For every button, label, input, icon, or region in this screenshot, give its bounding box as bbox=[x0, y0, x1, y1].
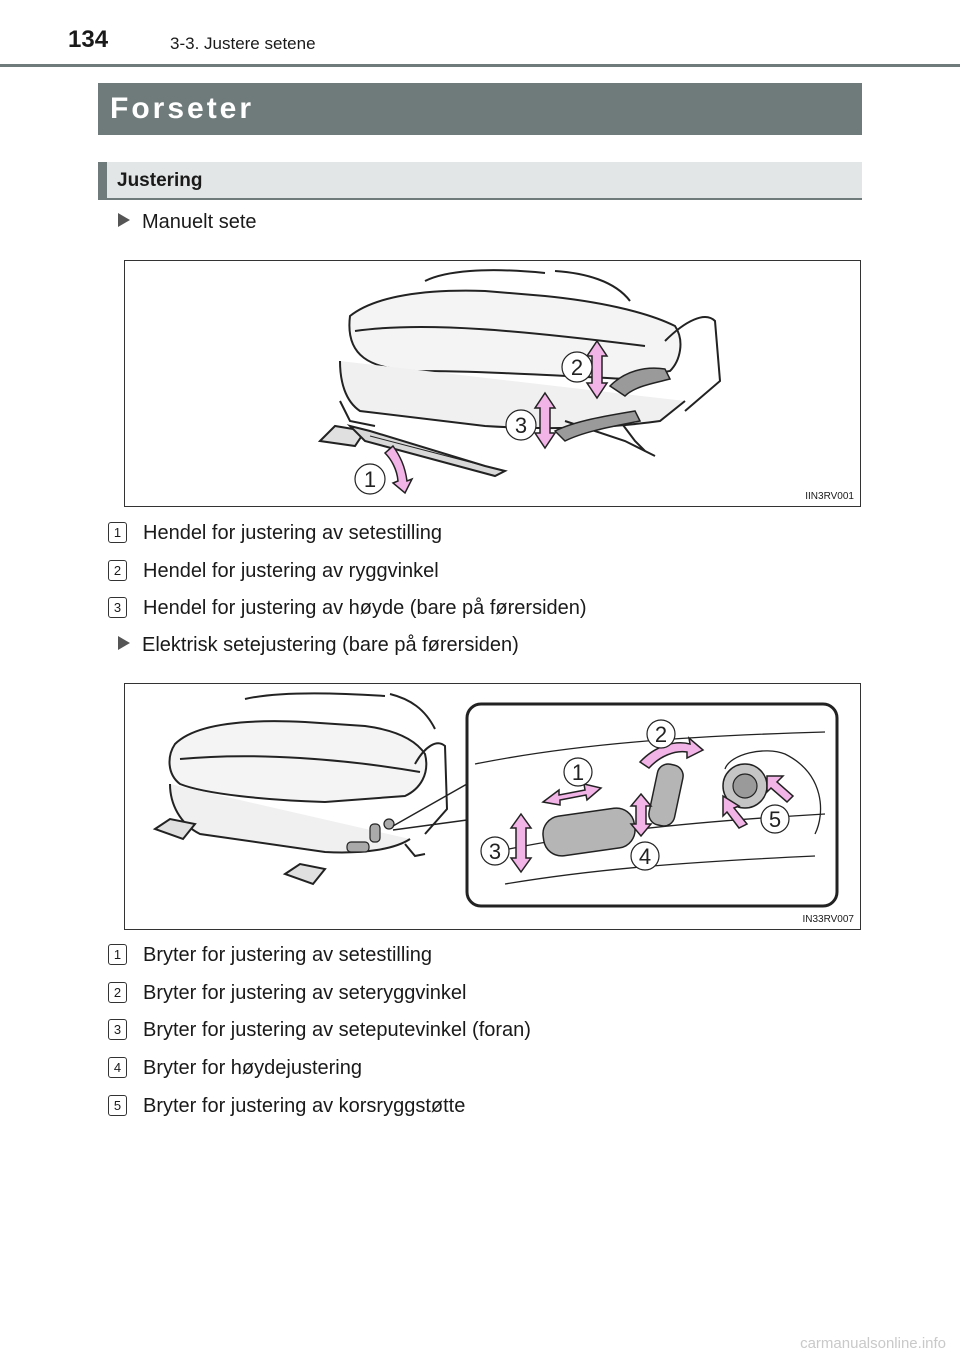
electric-item-5: 5 Bryter for justering av korsryggstøtte bbox=[108, 1095, 465, 1118]
callout-4: 4 bbox=[639, 844, 651, 869]
recline-switch bbox=[648, 763, 684, 827]
callout-2: 2 bbox=[571, 355, 583, 380]
item-number-badge: 4 bbox=[108, 1057, 127, 1078]
item-text: Bryter for justering av seteputevinkel (… bbox=[143, 1019, 531, 1041]
height-arrow-icon bbox=[533, 391, 557, 450]
watermark: carmanualsonline.info bbox=[800, 1335, 946, 1352]
electric-seat-heading: Elektrisk setejustering (bare på førersi… bbox=[118, 634, 519, 657]
lumbar-arrow-icon bbox=[766, 775, 795, 804]
subsection-title: Justering bbox=[98, 162, 862, 200]
slide-arrow-icon bbox=[383, 444, 414, 495]
item-number-badge: 3 bbox=[108, 597, 127, 618]
section-title: Forseter bbox=[98, 83, 862, 135]
height-lever bbox=[553, 410, 642, 442]
figure-code: IIN3RV001 bbox=[805, 491, 854, 502]
manual-seat-illustration: 2 3 1 bbox=[317, 269, 722, 495]
item-number-badge: 2 bbox=[108, 560, 127, 581]
electric-item-2: 2 Bryter for justering av seteryggvinkel bbox=[108, 982, 466, 1005]
callout-3: 3 bbox=[515, 413, 527, 438]
header-rule bbox=[0, 64, 960, 67]
manual-seat-heading: Manuelt sete bbox=[118, 211, 257, 234]
tilt-arrow-icon bbox=[509, 812, 533, 874]
running-head: 3-3. Justere setene bbox=[170, 34, 316, 53]
item-number-badge: 1 bbox=[108, 944, 127, 965]
electric-seat-figure: 1 2 3 4 5 IN33RV007 bbox=[124, 683, 861, 930]
item-number-badge: 1 bbox=[108, 522, 127, 543]
recline-arrow-icon bbox=[585, 339, 609, 400]
electric-seat-illustration: 1 2 3 4 5 bbox=[152, 692, 839, 908]
height-arrow-icon bbox=[629, 792, 653, 838]
item-text: Bryter for justering av seteryggvinkel bbox=[143, 982, 467, 1004]
electric-item-3: 3 Bryter for justering av seteputevinkel … bbox=[108, 1019, 531, 1042]
manual-item-3: 3 Hendel for justering av høyde (bare på … bbox=[108, 597, 587, 620]
callout-2: 2 bbox=[655, 722, 667, 747]
recline-lever bbox=[608, 367, 672, 397]
item-number-badge: 3 bbox=[108, 1019, 127, 1040]
manual-item-1: 1 Hendel for justering av setestilling bbox=[108, 522, 442, 545]
item-text: Bryter for høydejustering bbox=[143, 1057, 362, 1079]
item-number-badge: 5 bbox=[108, 1095, 127, 1116]
item-text: Hendel for justering av setestilling bbox=[143, 522, 443, 544]
electric-seat-heading-text: Elektrisk setejustering (bare på førersi… bbox=[142, 634, 519, 656]
item-number-badge: 2 bbox=[108, 982, 127, 1003]
manual-seat-figure: 2 3 1 IIN3RV001 bbox=[124, 260, 861, 507]
manual-seat-heading-text: Manuelt sete bbox=[142, 211, 257, 233]
triangle-bullet-icon bbox=[118, 636, 130, 650]
triangle-bullet-icon bbox=[118, 213, 130, 227]
electric-item-1: 1 Bryter for justering av setestilling bbox=[108, 944, 432, 967]
manual-item-2: 2 Hendel for justering av ryggvinkel bbox=[108, 560, 439, 583]
callout-5: 5 bbox=[769, 807, 781, 832]
electric-item-4: 4 Bryter for høydejustering bbox=[108, 1057, 362, 1080]
slide-arrow-icon bbox=[541, 783, 603, 806]
callout-1: 1 bbox=[364, 467, 376, 492]
page-number: 134 bbox=[68, 26, 109, 53]
callout-3: 3 bbox=[489, 839, 501, 864]
figure-code: IN33RV007 bbox=[802, 914, 854, 925]
lumbar-arrow-icon bbox=[722, 794, 749, 829]
item-text: Hendel for justering av ryggvinkel bbox=[143, 560, 439, 582]
item-text: Bryter for justering av korsryggstøtte bbox=[143, 1095, 466, 1117]
callout-1: 1 bbox=[572, 760, 584, 785]
item-text: Hendel for justering av høyde (bare på f… bbox=[143, 597, 587, 619]
item-text: Bryter for justering av setestilling bbox=[143, 944, 433, 966]
